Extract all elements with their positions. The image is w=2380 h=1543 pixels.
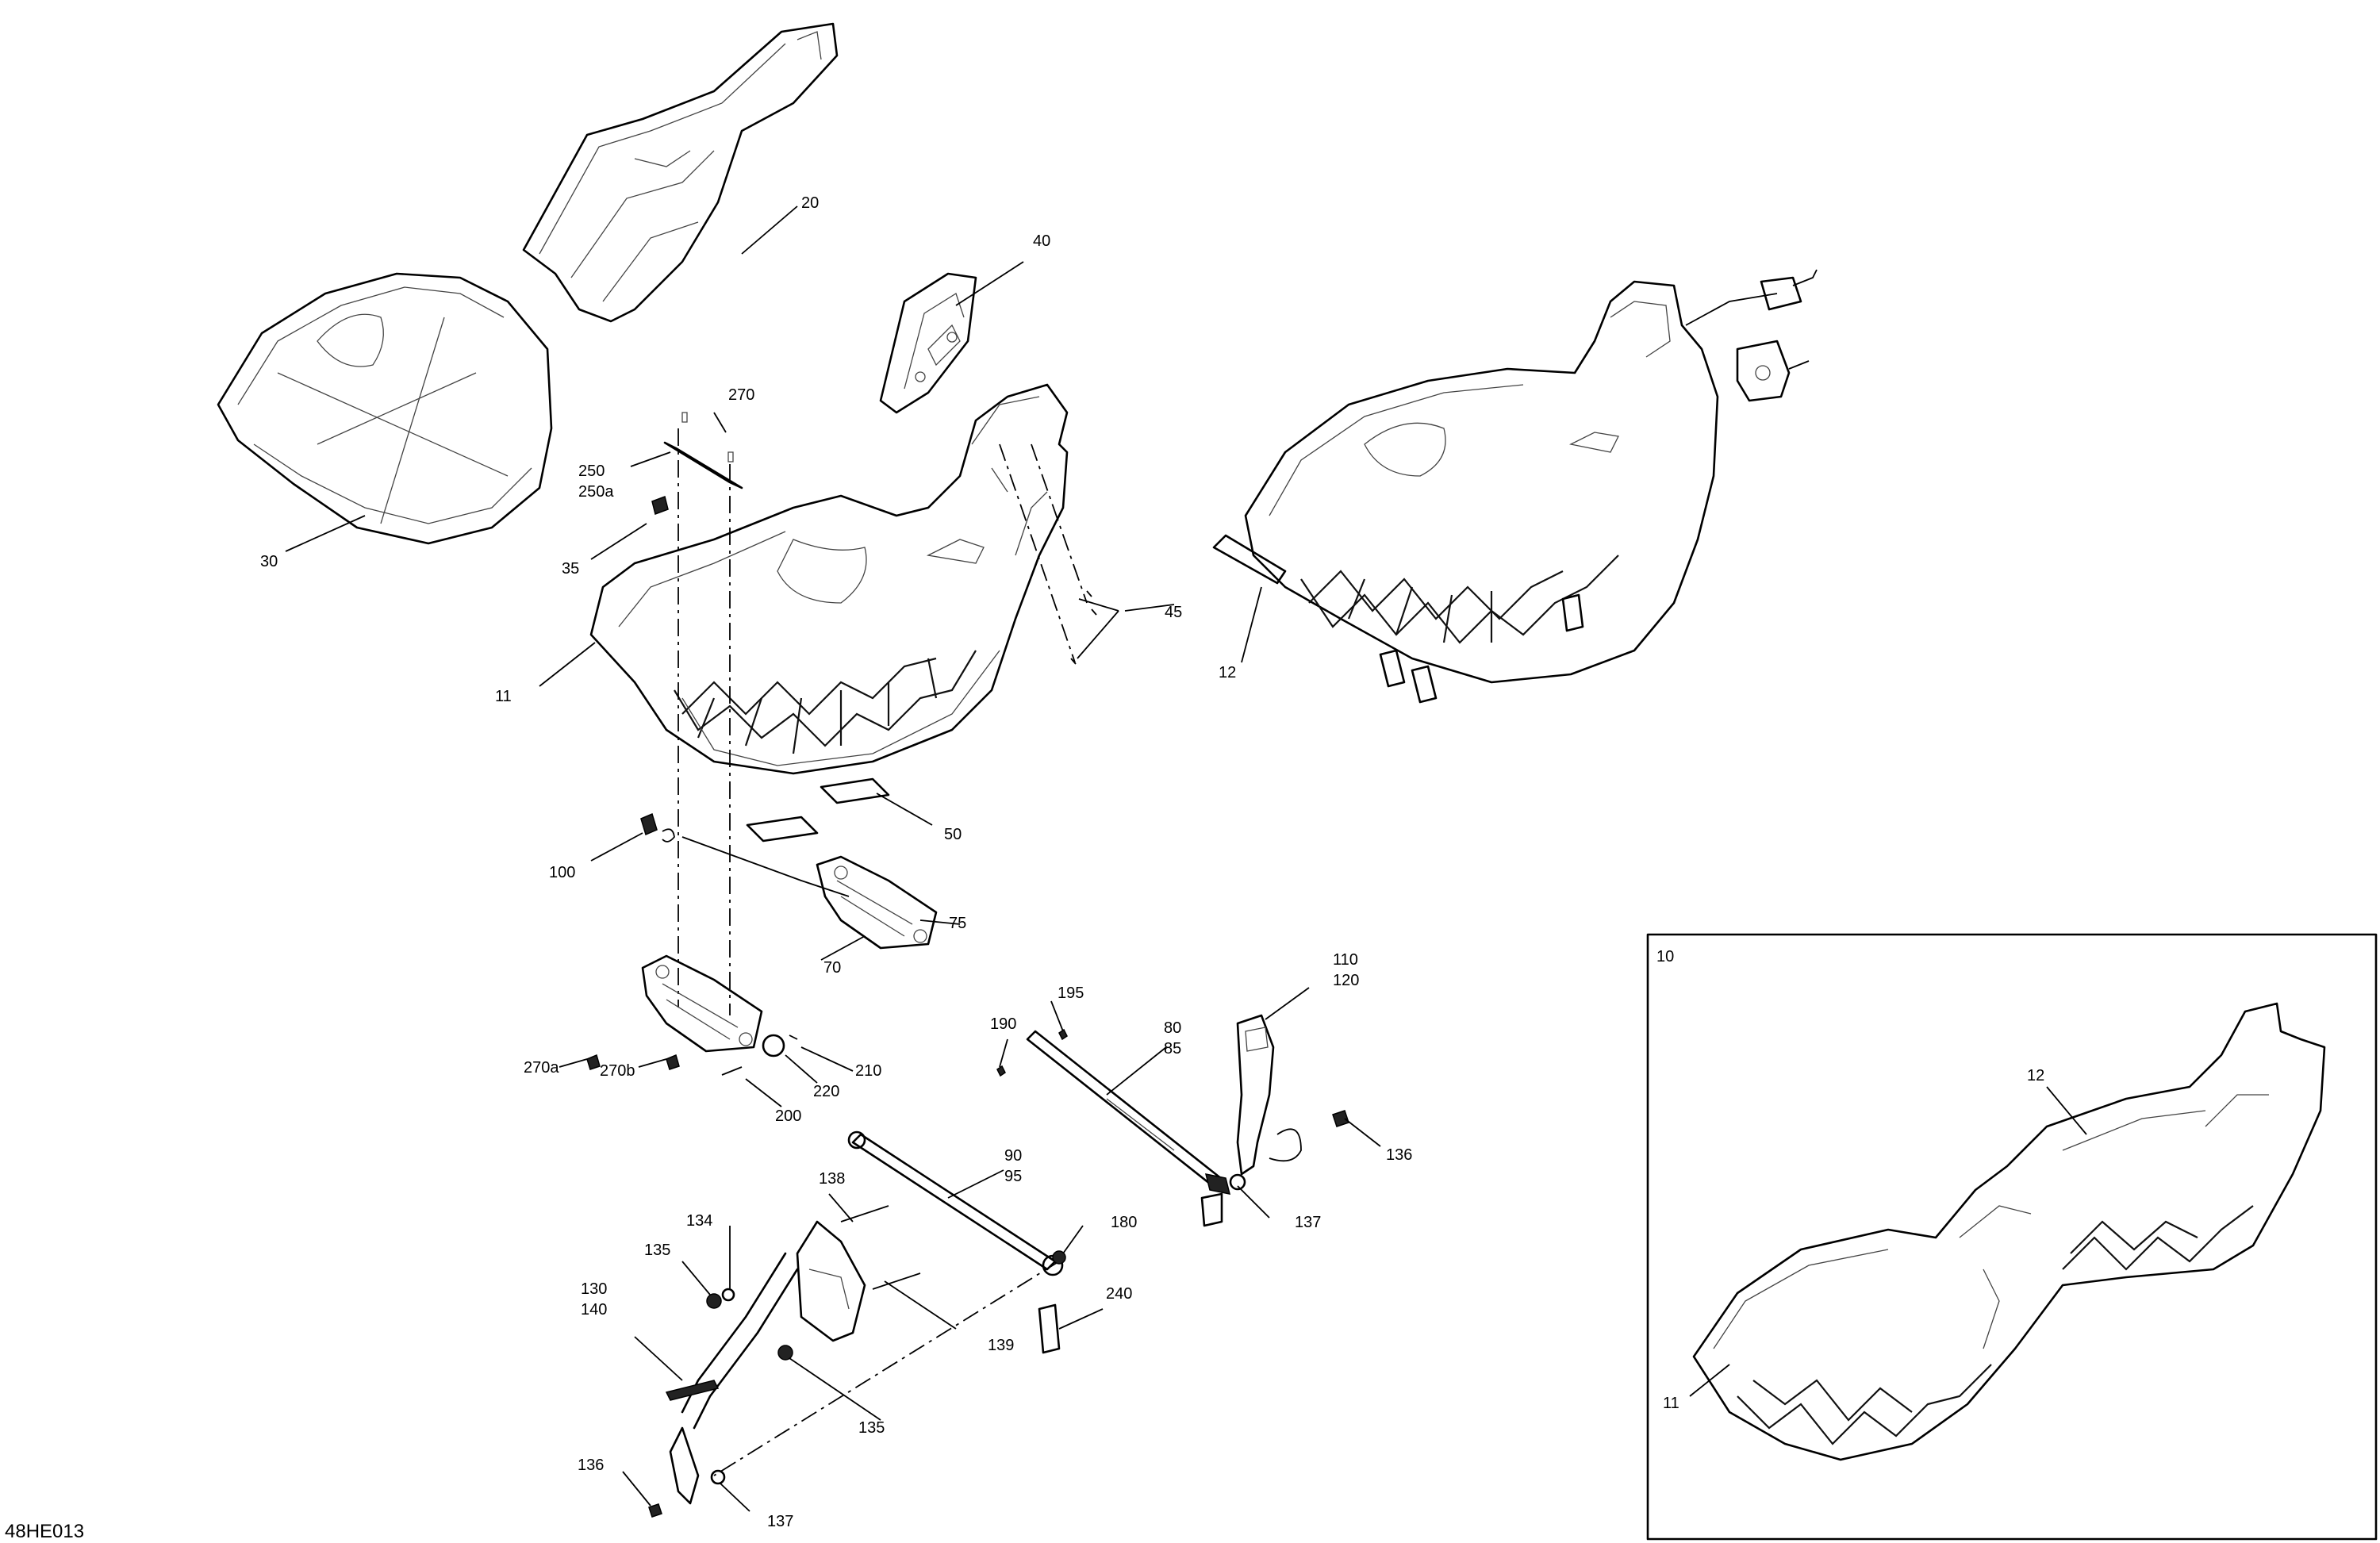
bolt-set-45 (999, 443, 1097, 665)
callout-35: 35 (562, 560, 579, 578)
callout-40: 40 (1033, 232, 1050, 250)
inset-number: 10 (1656, 948, 1674, 965)
assembled-seat-part (1212, 269, 1818, 704)
callout-45: 45 (1165, 604, 1182, 621)
callout-95: 95 (1004, 1168, 1022, 1185)
callout-135-upper: 135 (644, 1242, 670, 1259)
callout-20: 20 (801, 194, 819, 212)
callout-135-lower: 135 (858, 1419, 885, 1437)
callout-240: 240 (1106, 1285, 1132, 1303)
seat-shell-part (589, 383, 1069, 775)
seat-slider-rail-part (640, 812, 938, 1053)
callout-200: 200 (775, 1107, 801, 1125)
callout-30: 30 (260, 553, 278, 570)
rear-bar-part (847, 1130, 1066, 1354)
callout-labels: 20 40 30 270 250 250a 35 45 11 12 50 100… (5, 194, 2044, 1542)
seatbelt-buckle-part (1229, 1014, 1349, 1191)
seat-bottom-cushion-part (217, 272, 553, 545)
callout-100: 100 (549, 864, 575, 881)
inset-assembly-box (1646, 933, 2378, 1541)
seat-back-cushion-part (522, 22, 839, 323)
callout-50: 50 (944, 826, 962, 843)
callout-270: 270 (728, 386, 754, 404)
callout-180: 180 (1111, 1214, 1137, 1231)
slide-bar-part (996, 1028, 1231, 1227)
callout-11: 11 (495, 688, 512, 705)
callout-90: 90 (1004, 1147, 1022, 1165)
callout-136-right: 136 (1386, 1146, 1412, 1164)
callout-12: 12 (1219, 664, 1236, 681)
callout-250a: 250a (578, 483, 614, 501)
callout-137-right: 137 (1295, 1214, 1321, 1231)
callout-134: 134 (686, 1212, 712, 1230)
decal-stickers-part (746, 777, 890, 843)
callout-139: 139 (988, 1337, 1014, 1354)
strap-clip-hardware (651, 412, 743, 515)
inset-callout-12: 12 (2027, 1067, 2044, 1084)
slider-fastener-hardware (586, 1034, 798, 1076)
callout-138: 138 (819, 1170, 845, 1188)
callout-85: 85 (1164, 1040, 1181, 1057)
callout-137-lower: 137 (767, 1513, 793, 1530)
callout-136-lower: 136 (578, 1457, 604, 1474)
callout-120: 120 (1333, 972, 1359, 989)
callout-75: 75 (949, 915, 966, 932)
callout-190: 190 (990, 1015, 1016, 1033)
callout-270a: 270a (524, 1059, 559, 1077)
callout-195: 195 (1058, 985, 1084, 1002)
callout-250: 250 (578, 463, 605, 480)
callout-110: 110 (1333, 951, 1358, 969)
callout-70: 70 (823, 959, 841, 977)
drawing-code: 48HE013 (5, 1521, 84, 1542)
seatbelt-retractor-part (648, 1205, 921, 1518)
callout-leader-lines (285, 205, 1381, 1512)
callout-130: 130 (581, 1280, 607, 1298)
callout-270b: 270b (600, 1062, 635, 1080)
headrest-plate-part (879, 272, 977, 414)
callout-220: 220 (813, 1083, 839, 1100)
callout-80: 80 (1164, 1019, 1181, 1037)
alignment-lines (678, 428, 1060, 1476)
callout-210: 210 (855, 1062, 881, 1080)
inset-callout-11: 11 (1663, 1395, 1679, 1412)
callout-140: 140 (581, 1301, 607, 1318)
